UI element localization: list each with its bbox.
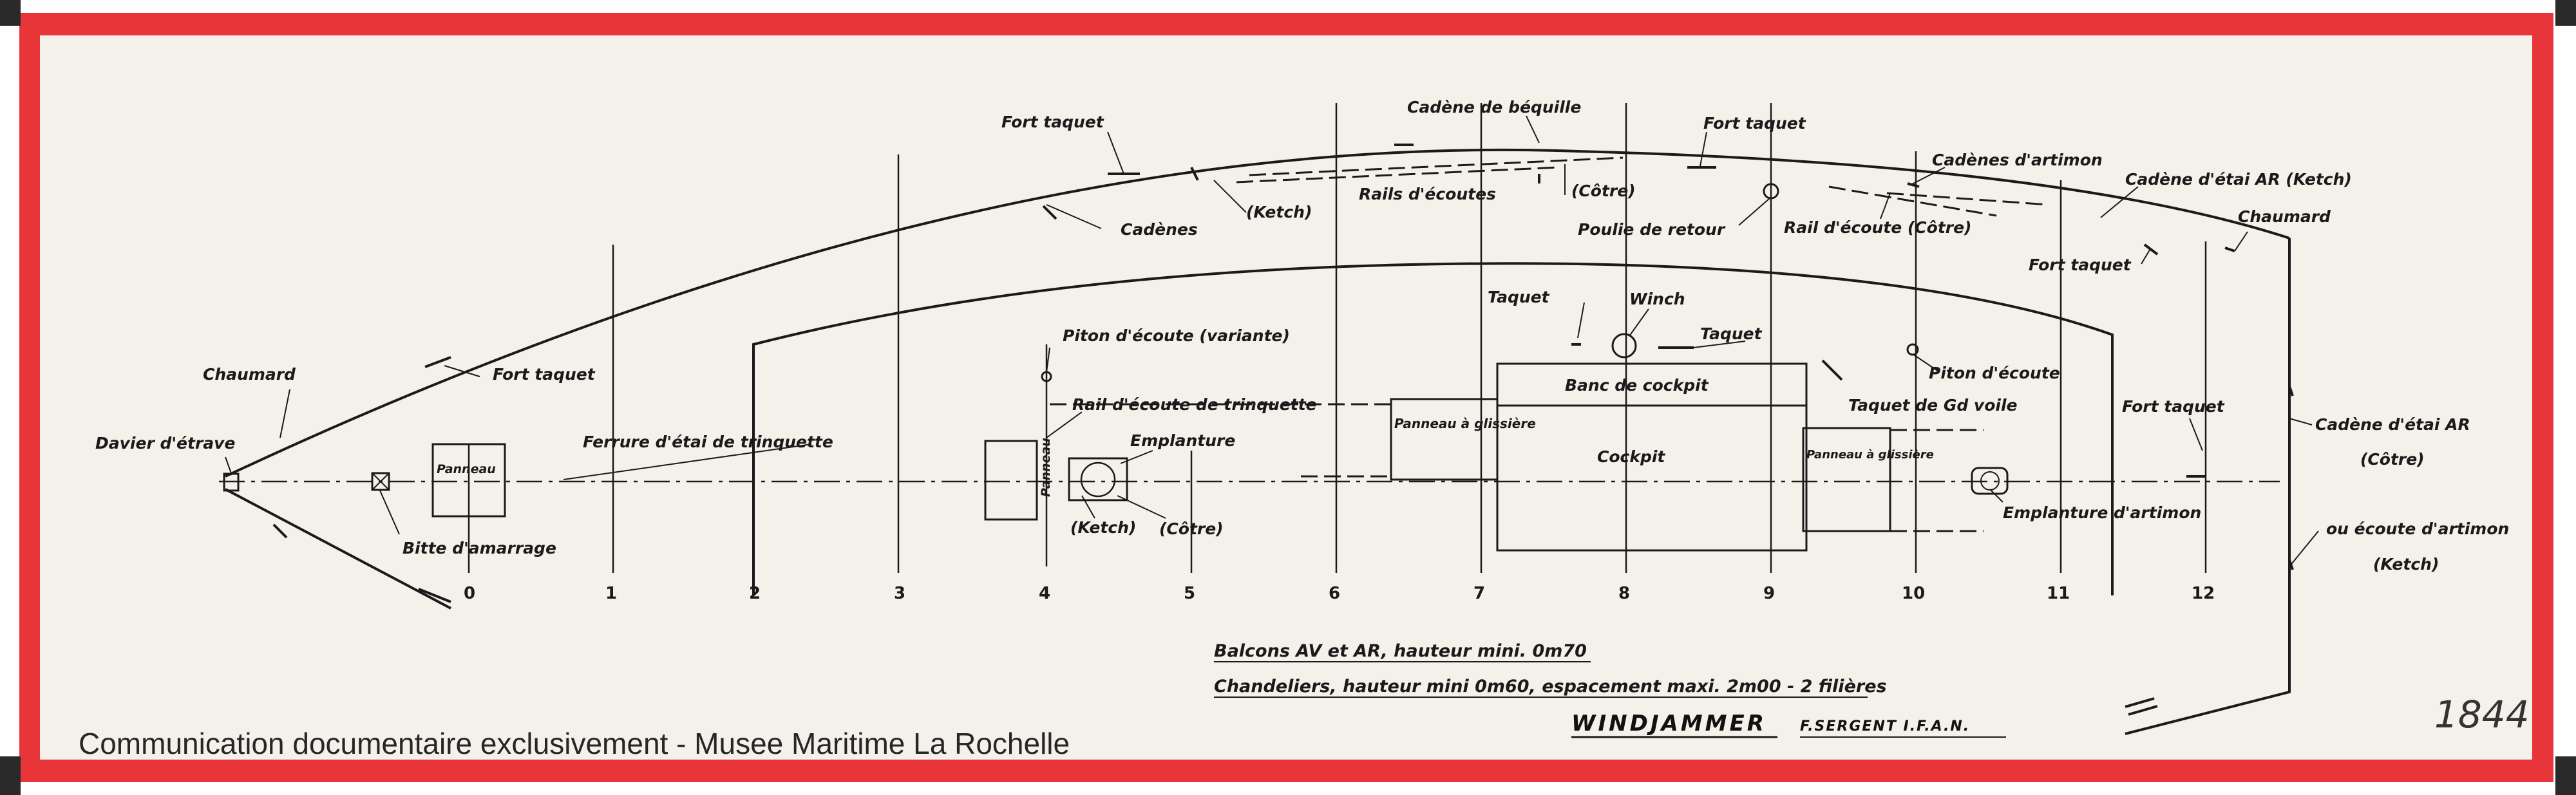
mast-step: [1068, 457, 1128, 501]
hull-outline-lower: [225, 488, 451, 610]
corner-tab: [2555, 756, 2576, 795]
label-cotre-3: (Côtre): [1159, 519, 1224, 538]
station-7: 7: [1473, 584, 1485, 603]
note-chandeliers: Chandeliers, hauteur mini 0m60, espaceme…: [1214, 677, 1887, 697]
mooring-bitt: [371, 472, 390, 491]
label-panneau-glissiere-2: Panneau à glissière: [1806, 448, 1934, 462]
label-piton-variante: Piton d'écoute (variante): [1063, 326, 1290, 345]
mast-step-circle: [1080, 462, 1116, 498]
leader-lines: [225, 115, 2319, 567]
label-chaumard-ar: Chaumard: [2238, 207, 2331, 226]
label-taquet-1: Taquet: [1488, 288, 1550, 306]
label-piton-ecoute: Piton d'écoute: [1929, 364, 2060, 382]
label-cadenes-artimon: Cadènes d'artimon: [1932, 151, 2103, 169]
label-taquet-2: Taquet: [1700, 324, 1763, 343]
station-9: 9: [1763, 584, 1775, 603]
label-cotre-2: (Côtre): [2360, 450, 2425, 469]
cockpit-area: [1496, 404, 1808, 552]
label-rails-ecoutes: Rails d'écoutes: [1359, 185, 1496, 203]
sliding-hatch-aft: [1802, 427, 1891, 532]
label-cotre-1: (Côtre): [1571, 182, 1636, 200]
forward-hatch: [431, 443, 506, 518]
station-10: 10: [1902, 584, 1925, 603]
station-5: 5: [1184, 584, 1195, 603]
label-ketch-2: (Ketch): [2373, 555, 2439, 574]
label-taquet-gv: Taquet de Gd voile: [1848, 396, 2018, 415]
hull-outline-upper: [225, 148, 2290, 478]
station-2: 2: [749, 584, 761, 603]
label-fort-taquet-3: Fort taquet: [2029, 256, 2132, 274]
label-cockpit: Cockpit: [1597, 447, 1665, 466]
label-davier: Davier d'étrave: [95, 434, 235, 453]
label-winch: Winch: [1629, 290, 1685, 308]
drawing-title: WINDJAMMER: [1571, 711, 1766, 736]
label-fort-taquet-5: Fort taquet: [2122, 397, 2225, 416]
station-8: 8: [1618, 584, 1630, 603]
mizzen-step: [1971, 467, 2009, 495]
label-emplanture-artimon: Emplanture d'artimon: [2003, 503, 2201, 522]
coaming-outline: [752, 262, 2114, 595]
label-chaumard-av: Chaumard: [203, 365, 296, 384]
station-numbers: 0 1 2 3 4 5 6 7 8 9 10 11 12: [464, 584, 2215, 603]
sheet-rails: [1050, 156, 2049, 532]
label-panneau-2: Panneau: [1039, 438, 1053, 497]
label-rail-ecoute-cotre: Rail d'écoute (Côtre): [1784, 218, 1971, 237]
note-balcons: Balcons AV et AR, hauteur mini. 0m70: [1214, 641, 1587, 661]
author-credit: F.SERGENT I.F.A.N.: [1800, 718, 1970, 734]
label-ecoute-artimon: ou écoute d'artimon: [2326, 519, 2509, 538]
label-ketch-1: (Ketch): [1246, 203, 1312, 221]
drawing-paper: [40, 35, 2532, 760]
station-12: 12: [2192, 584, 2215, 603]
watermark-text: Communication documentaire exclusivement…: [79, 727, 1070, 760]
station-0: 0: [464, 584, 475, 603]
corner-tab: [0, 756, 21, 795]
label-fort-taquet-4: Fort taquet: [493, 365, 596, 384]
label-bitte: Bitte d'amarrage: [402, 539, 556, 557]
label-fort-taquet-1: Fort taquet: [1001, 113, 1104, 131]
corner-tab: [2555, 0, 2576, 26]
label-emplanture: Emplanture: [1130, 431, 1235, 450]
label-banc-cockpit: Banc de cockpit: [1565, 376, 1709, 395]
label-cadene-bequille: Cadène de béquille: [1407, 98, 1581, 117]
label-panneau-1: Panneau: [437, 462, 496, 476]
label-cadenes: Cadènes: [1121, 220, 1198, 239]
label-cadene-etai-cotre: Cadène d'étai AR: [2315, 415, 2470, 434]
label-ferrure: Ferrure d'étai de trinquette: [583, 433, 833, 451]
winch-circle: [1611, 333, 1637, 359]
turning-block: [1763, 183, 1779, 200]
label-poulie-retour: Poulie de retour: [1578, 220, 1726, 239]
label-fort-taquet-2: Fort taquet: [1703, 114, 1806, 133]
mid-hatch: [984, 440, 1038, 521]
station-6: 6: [1329, 584, 1340, 603]
station-lines: [468, 103, 2207, 573]
station-3: 3: [894, 584, 905, 603]
station-4: 4: [1039, 584, 1050, 603]
label-ketch-3: (Ketch): [1070, 518, 1136, 537]
label-rail-trinquette: Rail d'écoute de trinquette: [1072, 395, 1317, 414]
label-cadene-etai-ketch: Cadène d'étai AR (Ketch): [2125, 170, 2352, 189]
station-11: 11: [2047, 584, 2070, 603]
archive-number: 1844: [2434, 693, 2530, 736]
label-panneau-glissiere-1: Panneau à glissière: [1394, 416, 1536, 431]
station-1: 1: [605, 584, 617, 603]
corner-tab: [0, 0, 21, 26]
deck-fittings: [272, 144, 2294, 716]
